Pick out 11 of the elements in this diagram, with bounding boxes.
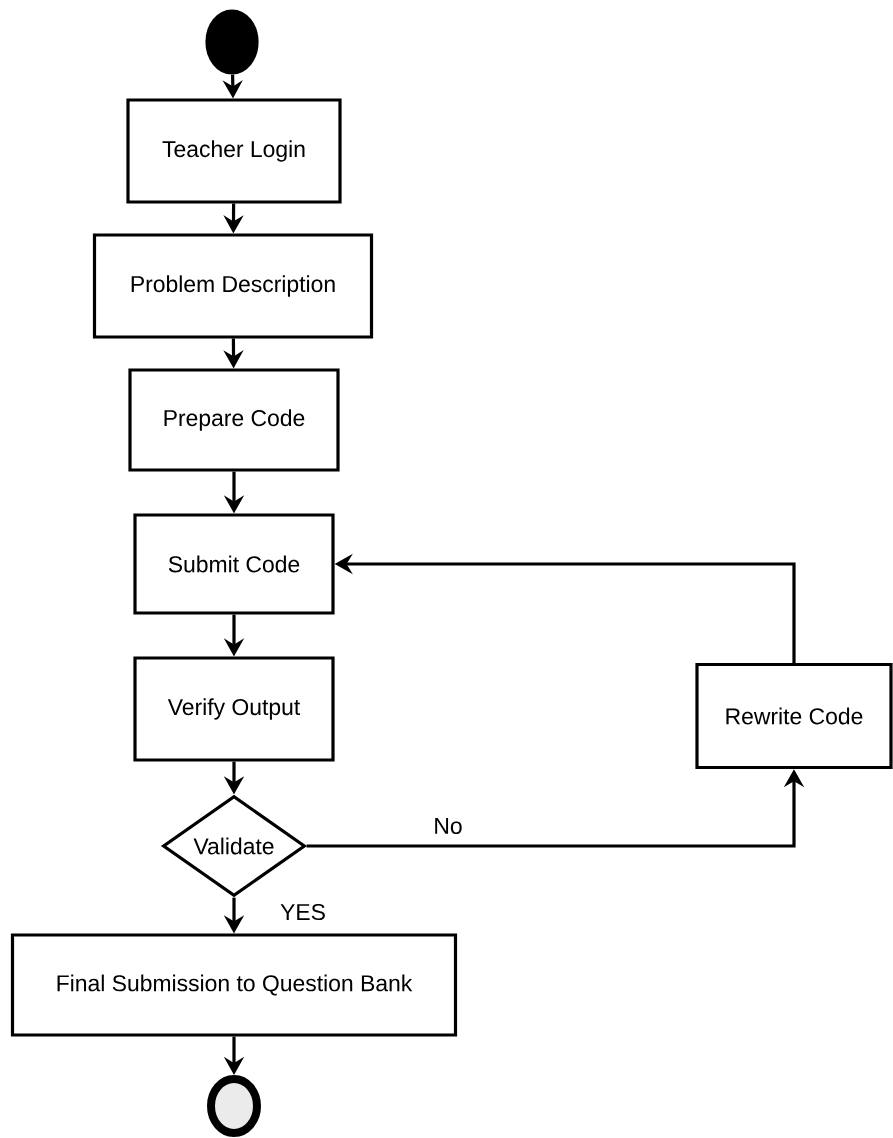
start-node [205, 9, 259, 75]
activity-box: Final Submission to Question Bank [10, 933, 458, 1037]
activity-box: Rewrite Code [695, 662, 893, 770]
activity-box: Verify Output [133, 656, 335, 762]
end-node [207, 1075, 261, 1137]
edge-label: No [432, 817, 464, 835]
activity-box: Submit Code [133, 513, 335, 615]
edge-label: YES [279, 902, 327, 922]
activity-box: Problem Description [92, 233, 374, 339]
activity-box: Prepare Code [128, 368, 340, 472]
activity-box: Teacher Login [126, 98, 342, 204]
